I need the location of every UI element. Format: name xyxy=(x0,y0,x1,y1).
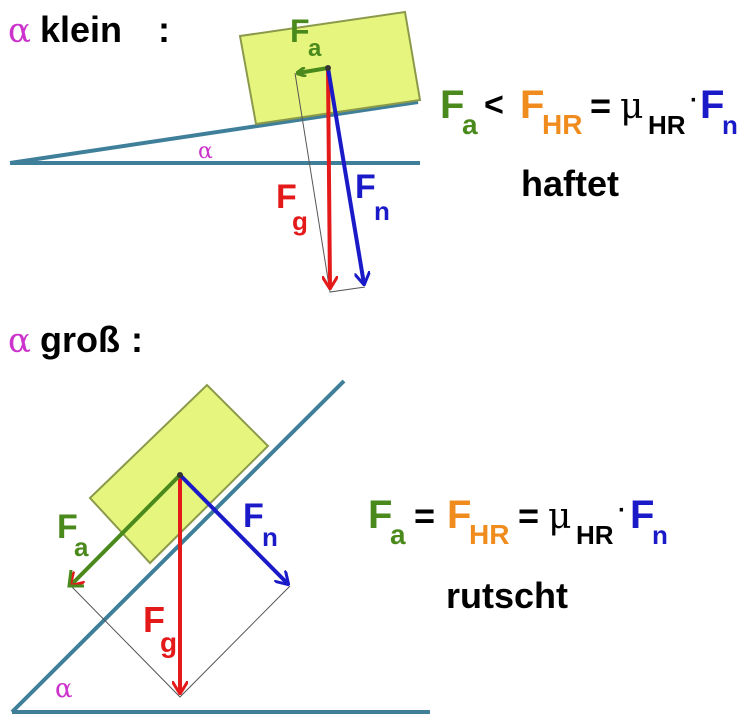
bottom-center-point xyxy=(177,472,183,478)
svg-text:F: F xyxy=(143,599,165,640)
svg-text:F: F xyxy=(290,13,310,49)
svg-text:·: · xyxy=(690,87,698,114)
top-fn-arrow xyxy=(326,67,364,284)
svg-text:·: · xyxy=(618,497,626,524)
top-angle-label: α xyxy=(198,139,213,164)
top-heading-colon: : xyxy=(158,9,170,50)
svg-text:F: F xyxy=(368,493,392,537)
svg-text:F: F xyxy=(447,493,471,537)
svg-text:a: a xyxy=(390,519,406,550)
svg-text:F: F xyxy=(355,168,376,206)
svg-text:g: g xyxy=(292,206,308,236)
svg-text:=: = xyxy=(590,85,611,126)
top-heading: α klein : xyxy=(8,9,170,51)
svg-text:μ: μ xyxy=(548,496,571,537)
svg-text:F: F xyxy=(57,508,78,546)
bottom-heading-label: groß xyxy=(40,319,120,360)
bottom-fa-arrow xyxy=(71,473,182,585)
bottom-fa-label: F a xyxy=(57,508,89,562)
svg-text:a: a xyxy=(462,109,478,140)
bottom-force-parallelogram xyxy=(71,585,291,698)
top-fa-label: F a xyxy=(290,13,322,62)
bottom-fn-label: F n xyxy=(243,497,278,552)
bottom-formula: F a = F HR = μ HR · F n xyxy=(368,493,668,550)
svg-text:n: n xyxy=(652,520,668,550)
bottom-angle-label: α xyxy=(55,674,73,704)
bottom-fn-arrow xyxy=(178,473,288,584)
bottom-state-label: rutscht xyxy=(446,575,568,616)
top-formula: F a < F HR = μ HR · F n xyxy=(440,83,738,140)
svg-text:=: = xyxy=(518,495,539,536)
top-incline-line xyxy=(9,100,419,165)
bottom-fa-arrowhead xyxy=(67,569,84,588)
svg-text:=: = xyxy=(414,495,435,536)
svg-text:F: F xyxy=(276,178,297,216)
svg-text:HR: HR xyxy=(576,520,614,550)
svg-text:HR: HR xyxy=(648,110,686,140)
top-state-label: haftet xyxy=(521,163,619,204)
svg-text:F: F xyxy=(440,83,464,127)
svg-text:HR: HR xyxy=(542,109,582,140)
svg-text:n: n xyxy=(722,110,738,140)
top-alpha-symbol: α xyxy=(8,11,31,51)
svg-text:F: F xyxy=(520,83,544,127)
top-heading-label: klein xyxy=(40,9,122,50)
svg-text:F: F xyxy=(700,83,724,127)
bottom-fg-label: F g xyxy=(143,599,177,658)
top-fg-label: F g xyxy=(276,178,308,236)
svg-text:n: n xyxy=(374,196,390,226)
svg-text:a: a xyxy=(308,35,322,62)
svg-text:n: n xyxy=(262,522,278,552)
svg-text:a: a xyxy=(74,532,89,562)
svg-text:F: F xyxy=(630,493,654,537)
svg-text:HR: HR xyxy=(469,519,509,550)
bottom-heading: α groß : xyxy=(8,319,143,361)
top-force-parallelogram xyxy=(294,72,366,293)
top-fa-arrow xyxy=(298,66,329,73)
bottom-heading-colon: : xyxy=(131,319,143,360)
top-center-point xyxy=(325,65,331,71)
top-fg-arrow xyxy=(328,67,330,288)
svg-text:<: < xyxy=(484,86,504,124)
svg-text:μ: μ xyxy=(620,86,643,127)
svg-text:F: F xyxy=(243,497,264,535)
top-fn-label: F n xyxy=(355,168,390,226)
bottom-alpha-symbol: α xyxy=(8,321,31,361)
svg-text:g: g xyxy=(160,627,177,658)
